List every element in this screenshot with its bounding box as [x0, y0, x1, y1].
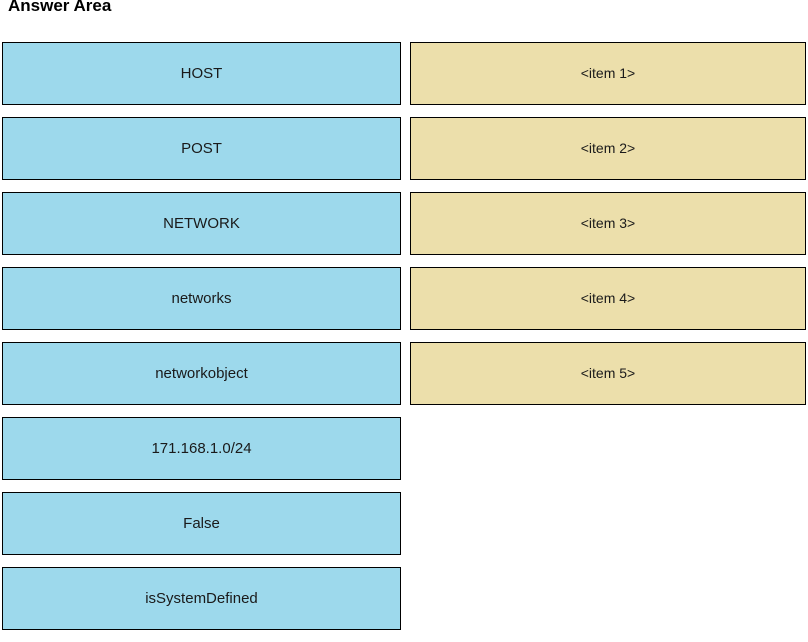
draggable-value-issystemdefined[interactable]: isSystemDefined [2, 567, 401, 630]
draggable-value-networks[interactable]: networks [2, 267, 401, 330]
draggable-value-post[interactable]: POST [2, 117, 401, 180]
drop-target-item-2[interactable]: <item 2> [410, 117, 806, 180]
drop-target-item-3[interactable]: <item 3> [410, 192, 806, 255]
drop-target-item-5[interactable]: <item 5> [410, 342, 806, 405]
drop-target-item-1[interactable]: <item 1> [410, 42, 806, 105]
draggable-value-networkobject[interactable]: networkobject [2, 342, 401, 405]
page-title: Answer Area [8, 0, 112, 15]
drop-target-item-4[interactable]: <item 4> [410, 267, 806, 330]
draggable-value-false[interactable]: False [2, 492, 401, 555]
draggable-values-column: HOST POST NETWORK networks networkobject… [2, 42, 401, 642]
drop-targets-column: <item 1> <item 2> <item 3> <item 4> <ite… [410, 42, 806, 417]
draggable-value-network[interactable]: NETWORK [2, 192, 401, 255]
draggable-value-ip-range[interactable]: 171.168.1.0/24 [2, 417, 401, 480]
draggable-value-host[interactable]: HOST [2, 42, 401, 105]
